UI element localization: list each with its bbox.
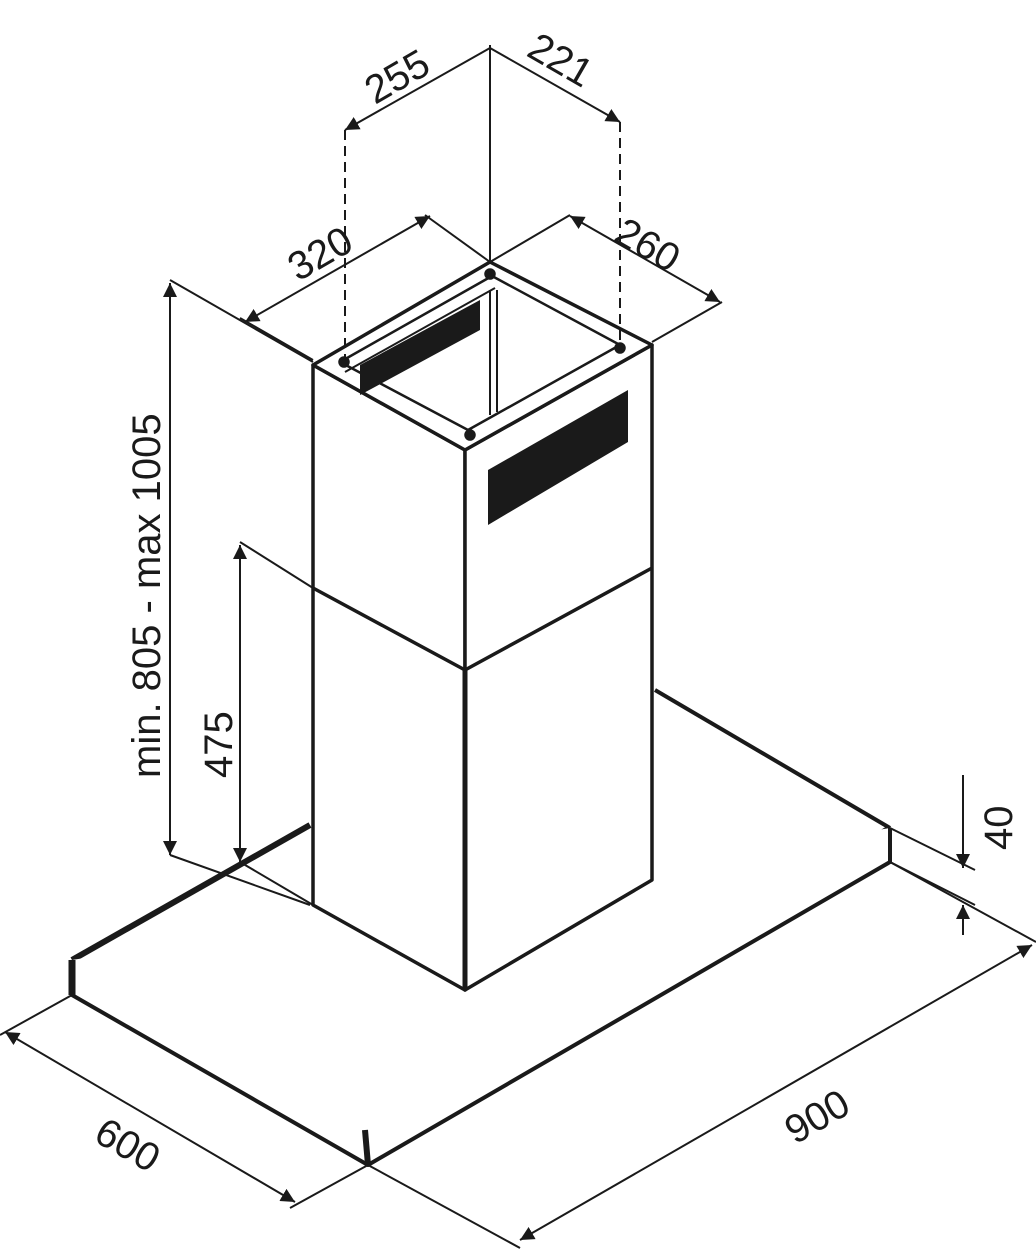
label-475: 475	[197, 711, 241, 778]
label-320: 320	[281, 218, 361, 289]
label-900: 900	[778, 1081, 858, 1152]
chimney	[311, 260, 654, 992]
vent-grille	[488, 390, 628, 525]
label-221: 221	[521, 25, 601, 96]
label-255: 255	[358, 41, 438, 112]
label-40: 40	[977, 806, 1021, 851]
dimension-lines	[0, 45, 1036, 1249]
label-total-height: min. 805 - max 1005	[125, 413, 169, 778]
